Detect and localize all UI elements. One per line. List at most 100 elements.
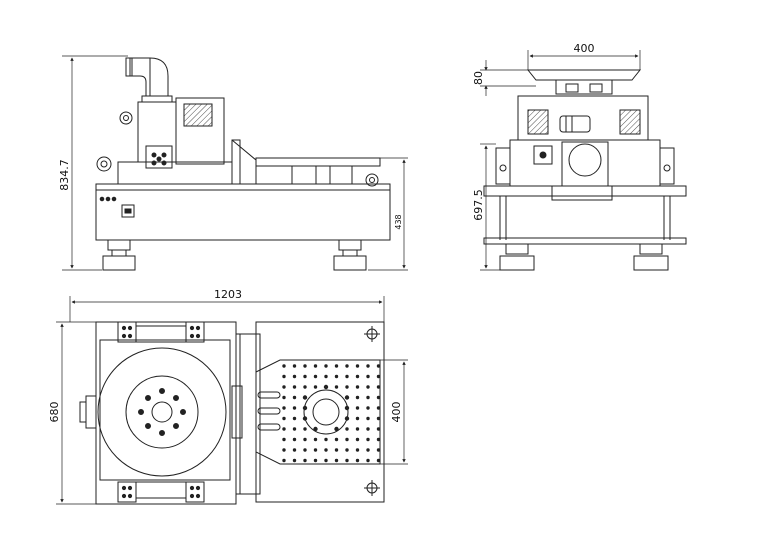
table-hole bbox=[282, 437, 286, 442]
table-hole bbox=[376, 458, 381, 463]
table-hole bbox=[303, 458, 307, 463]
plan-view bbox=[79, 321, 385, 505]
table-hole bbox=[324, 374, 328, 379]
table-hole bbox=[355, 437, 360, 442]
table-hole bbox=[345, 437, 349, 442]
table-hole bbox=[355, 364, 360, 368]
table-hole bbox=[376, 364, 381, 368]
plan-rod-1 bbox=[257, 391, 281, 399]
table-hole bbox=[292, 395, 297, 400]
table-hole bbox=[303, 448, 307, 452]
table-hole bbox=[376, 416, 381, 421]
table-hole bbox=[303, 427, 307, 431]
table-hole bbox=[324, 364, 328, 368]
table-hole bbox=[376, 385, 381, 389]
side-base bbox=[95, 183, 391, 241]
table-hole bbox=[282, 448, 286, 452]
plan-clamp-bl bbox=[117, 481, 137, 503]
plan-rotary-disk bbox=[97, 347, 227, 477]
table-hole bbox=[376, 395, 381, 400]
table-hole bbox=[355, 374, 360, 379]
table-hole bbox=[345, 427, 349, 431]
dim-side-height: 834.7 bbox=[58, 159, 71, 191]
table-hole bbox=[366, 458, 370, 463]
front-frame-top bbox=[483, 185, 687, 197]
table-hole bbox=[292, 427, 297, 431]
side-gearbox bbox=[175, 97, 225, 165]
plan-mount-top bbox=[364, 326, 380, 342]
dim-front-top-thickness: 80 bbox=[472, 71, 485, 85]
table-hole bbox=[313, 374, 318, 379]
plan-clamp-br bbox=[185, 481, 205, 503]
front-valve bbox=[533, 145, 553, 165]
table-hole bbox=[313, 385, 318, 389]
table-hole bbox=[355, 385, 360, 389]
table-hole bbox=[324, 448, 328, 452]
table-hole bbox=[292, 437, 297, 442]
front-foot-left bbox=[499, 243, 535, 271]
dim-side-table-height: 438 bbox=[394, 214, 403, 229]
table-hole bbox=[366, 448, 370, 452]
table-hole bbox=[355, 416, 360, 421]
side-gearbox-hatch bbox=[183, 103, 213, 127]
table-hole bbox=[366, 406, 370, 410]
table-hole bbox=[282, 385, 286, 389]
side-worktable bbox=[255, 157, 381, 167]
table-hole bbox=[376, 448, 381, 452]
side-view bbox=[95, 57, 391, 271]
table-hole bbox=[366, 385, 370, 389]
table-hole bbox=[344, 395, 350, 400]
side-slide-arm bbox=[231, 139, 257, 184]
front-center-block bbox=[561, 141, 609, 187]
table-hole bbox=[355, 448, 360, 452]
table-hole bbox=[334, 437, 339, 442]
table-hole bbox=[313, 426, 318, 432]
table-hole bbox=[344, 405, 350, 411]
side-view-dims bbox=[62, 55, 408, 271]
table-hole bbox=[334, 448, 339, 452]
table-hole bbox=[303, 385, 307, 389]
table-hole bbox=[282, 427, 286, 431]
plan-faceplate bbox=[125, 375, 199, 449]
table-hole bbox=[376, 406, 381, 410]
table-hole bbox=[345, 374, 349, 379]
side-connector bbox=[121, 204, 135, 218]
side-right-wheel bbox=[365, 173, 379, 187]
front-side-right bbox=[659, 147, 675, 185]
table-hole bbox=[313, 458, 318, 463]
side-elbow bbox=[129, 57, 169, 97]
plan-view-dims bbox=[56, 296, 408, 505]
side-small-wheel bbox=[119, 111, 133, 125]
table-hole bbox=[292, 458, 297, 463]
plan-mount-bottom bbox=[364, 480, 380, 496]
table-hole bbox=[366, 437, 370, 442]
front-motor bbox=[559, 115, 591, 133]
front-spindle bbox=[568, 143, 602, 177]
front-view bbox=[483, 69, 687, 271]
front-lower-body bbox=[509, 139, 661, 187]
table-hole bbox=[376, 427, 381, 431]
table-hole bbox=[345, 364, 349, 368]
side-rotary-base bbox=[117, 161, 233, 185]
table-hole bbox=[376, 437, 381, 442]
table-hole bbox=[366, 416, 370, 421]
table-hole bbox=[355, 395, 360, 400]
table-hole bbox=[345, 385, 349, 389]
dim-plan-table-width: 400 bbox=[390, 402, 403, 423]
side-foot-right bbox=[333, 239, 367, 271]
table-hole bbox=[313, 437, 318, 442]
front-top-table bbox=[526, 69, 642, 81]
table-hole bbox=[355, 458, 360, 463]
table-hole bbox=[334, 458, 339, 463]
table-hole bbox=[334, 364, 339, 368]
plan-rod-2 bbox=[257, 407, 281, 415]
table-hole bbox=[292, 406, 297, 410]
plan-rod-3 bbox=[257, 423, 281, 431]
table-hole bbox=[366, 374, 370, 379]
table-hole bbox=[345, 458, 349, 463]
table-hole bbox=[324, 458, 328, 463]
table-hole bbox=[366, 364, 370, 368]
table-hole bbox=[355, 406, 360, 410]
table-hole bbox=[355, 427, 360, 431]
